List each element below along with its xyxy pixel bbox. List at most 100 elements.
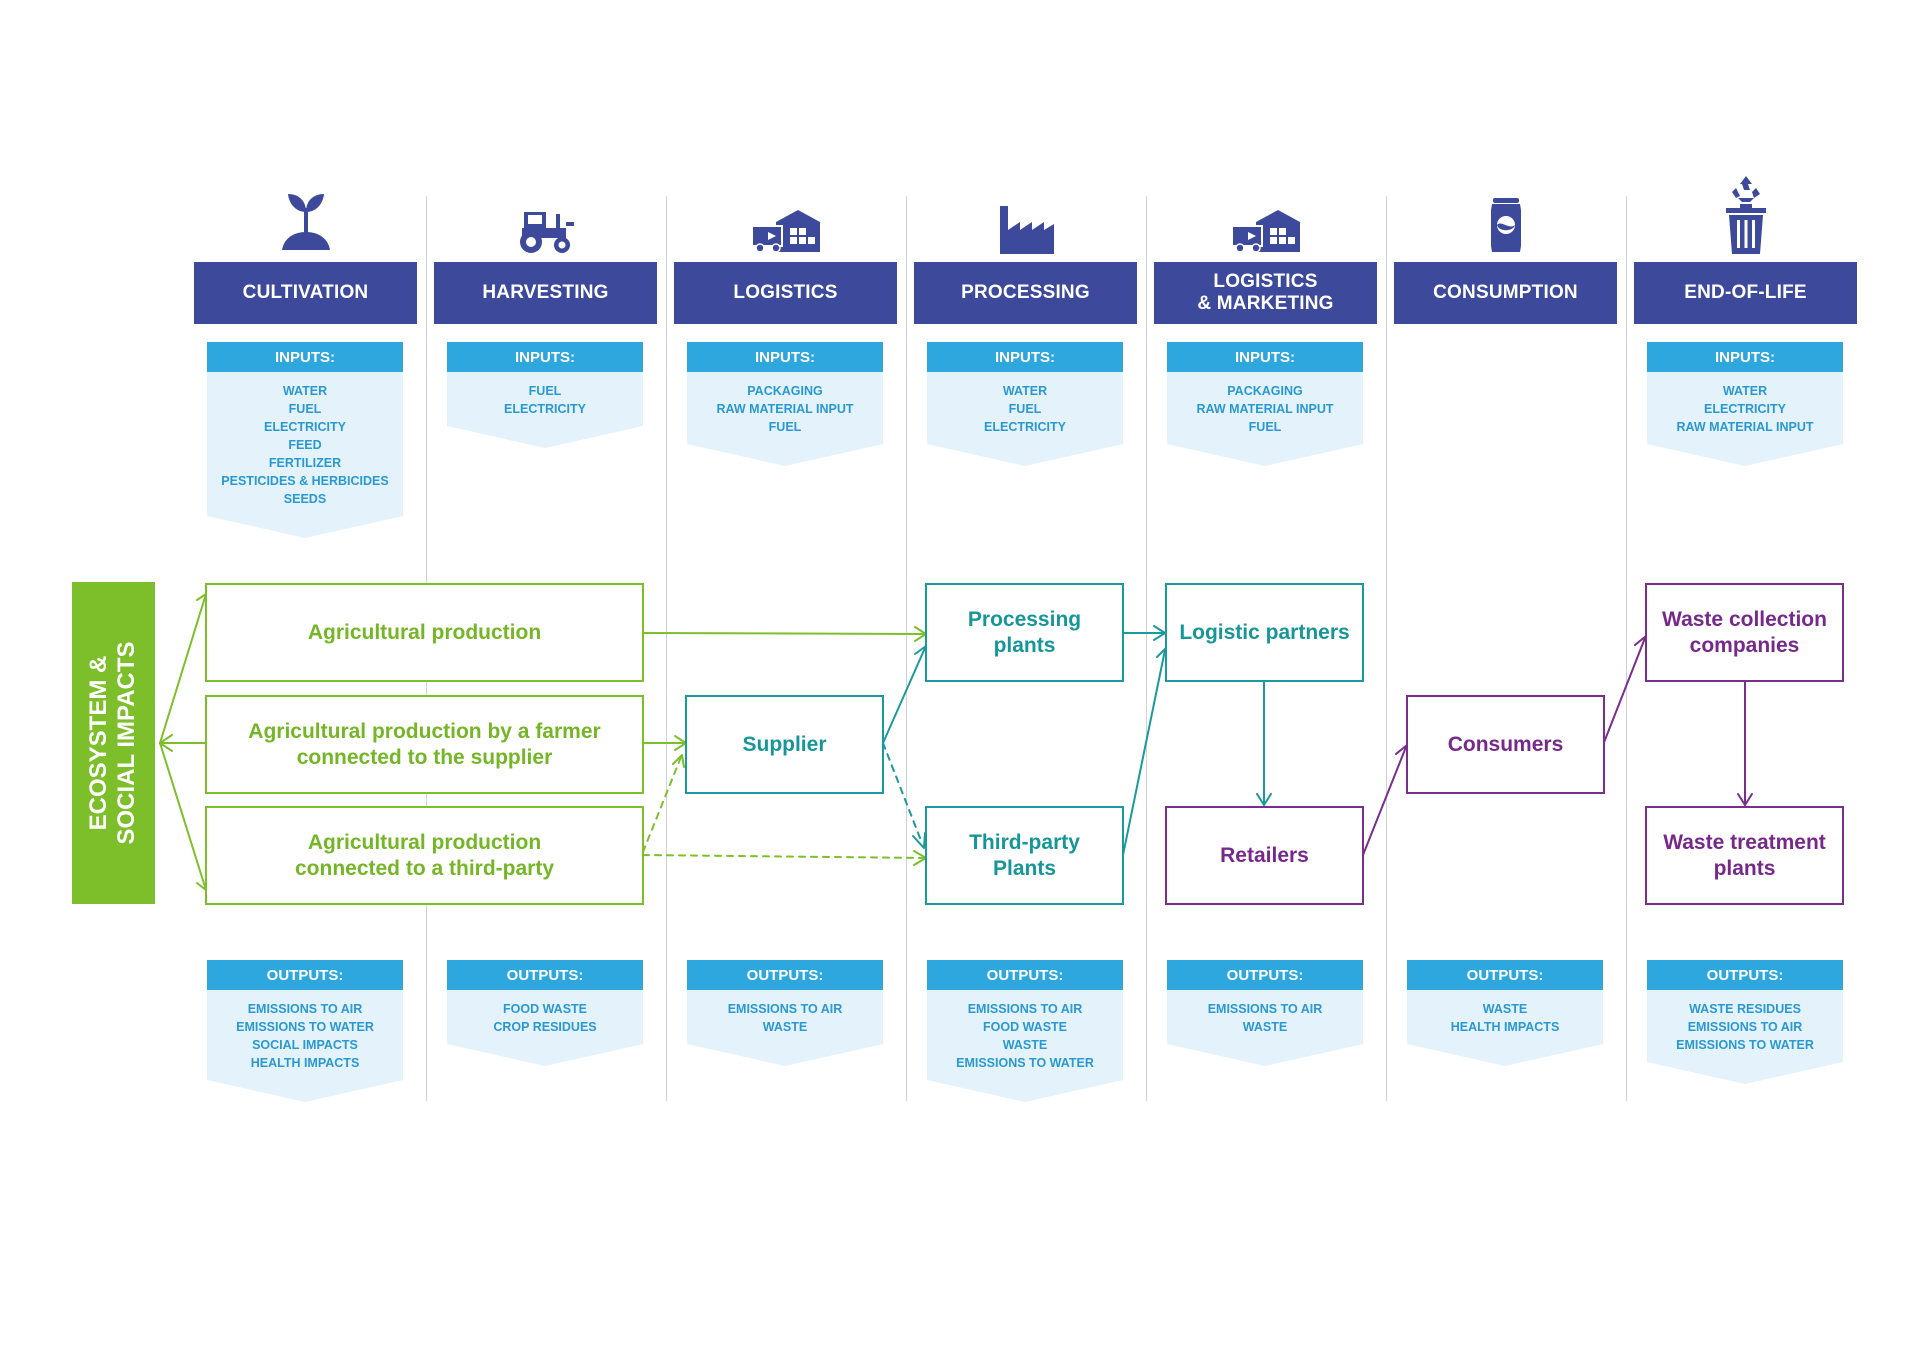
output-item: EMISSIONS TO AIR	[1687, 1020, 1803, 1034]
plant-sprout-icon	[194, 188, 417, 254]
node-retailers: Retailers	[1165, 806, 1364, 905]
ecosystem-impacts-bar	[72, 582, 155, 904]
node-agricultural-production-third-party: Agricultural production connected to a t…	[205, 806, 644, 905]
input-item: FERTILIZER	[268, 456, 342, 470]
output-item: EMISSIONS TO WATER	[956, 1056, 1094, 1070]
input-item: RAW MATERIAL INPUT	[1196, 402, 1334, 416]
warehouse-truck-icon	[674, 188, 897, 254]
cultivation-outputs-tag: OUTPUTS: EMISSIONS TO AIR EMISSIONS TO WAT…	[207, 960, 403, 1102]
stage-header-processing: PROCESSING	[914, 262, 1137, 324]
stage-header-harvesting: HARVESTING	[434, 262, 657, 324]
input-item: ELECTRICITY	[984, 420, 1066, 434]
outputs-list: EMISSIONS TO AIR FOOD WASTE WASTE EMISSIONS…	[927, 990, 1123, 1102]
inputs-label: INPUTS:	[1167, 342, 1363, 372]
processing-inputs-tag: INPUTS: WATER FUEL ELECTRICITY	[927, 342, 1123, 466]
outputs-list: EMISSIONS TO AIR EMISSIONS TO WATER SOCIAL…	[207, 990, 403, 1102]
output-item: FOOD WASTE	[502, 1002, 588, 1016]
output-item: CROP RESIDUES	[493, 1020, 597, 1034]
outputs-label: OUTPUTS:	[1647, 960, 1843, 990]
node-consumers: Consumers	[1406, 695, 1605, 794]
output-item: WASTE	[762, 1020, 808, 1034]
harvesting-outputs-tag: OUTPUTS: FOOD WASTE CROP RESIDUES	[447, 960, 643, 1066]
input-item: FUEL	[288, 402, 322, 416]
output-item: WASTE	[1002, 1038, 1048, 1052]
inputs-label: INPUTS:	[447, 342, 643, 372]
input-item: ELECTRICITY	[504, 402, 586, 416]
inputs-list: PACKAGING RAW MATERIAL INPUT FUEL	[687, 372, 883, 466]
output-item: HEALTH IMPACTS	[1450, 1020, 1560, 1034]
column-divider	[1146, 196, 1147, 1101]
inputs-list: PACKAGING RAW MATERIAL INPUT FUEL	[1167, 372, 1363, 466]
column-divider	[666, 196, 667, 1101]
input-item: FEED	[288, 438, 322, 452]
outputs-label: OUTPUTS:	[1167, 960, 1363, 990]
warehouse-truck-icon	[1154, 188, 1377, 254]
node-waste-collection-companies: Waste collection companies	[1645, 583, 1844, 682]
node-agricultural-production-farmer: Agricultural production by a farmer conn…	[205, 695, 644, 794]
output-item: EMISSIONS TO AIR	[1207, 1002, 1323, 1016]
input-item: FUEL	[768, 420, 802, 434]
outputs-label: OUTPUTS:	[447, 960, 643, 990]
input-item: WATER	[282, 384, 328, 398]
node-third-party-plants: Third-party Plants	[925, 806, 1124, 905]
outputs-label: OUTPUTS:	[927, 960, 1123, 990]
tractor-icon	[434, 188, 657, 254]
inputs-label: INPUTS:	[1647, 342, 1843, 372]
output-item: WASTE RESIDUES	[1689, 1002, 1801, 1016]
output-item: EMISSIONS TO AIR	[727, 1002, 843, 1016]
output-item: WASTE	[1242, 1020, 1288, 1034]
input-item: PACKAGING	[1227, 384, 1303, 398]
node-processing-plants: Processing plants	[925, 583, 1124, 682]
inputs-label: INPUTS:	[687, 342, 883, 372]
teal-flow-arrows	[882, 625, 1272, 856]
output-item: FOOD WASTE	[982, 1020, 1068, 1034]
output-item: EMISSIONS TO WATER	[1676, 1038, 1814, 1052]
stage-header-logistics: LOGISTICS	[674, 262, 897, 324]
output-item: EMISSIONS TO AIR	[967, 1002, 1083, 1016]
output-item: EMISSIONS TO AIR	[247, 1002, 363, 1016]
input-item: RAW MATERIAL INPUT	[1676, 420, 1814, 434]
node-agricultural-production: Agricultural production	[205, 583, 644, 682]
logistics-marketing-inputs-tag: INPUTS: PACKAGING RAW MATERIAL INPUT FUEL	[1167, 342, 1363, 466]
ecosystem-arrows	[159, 593, 208, 891]
input-item: PACKAGING	[747, 384, 823, 398]
logistics-marketing-outputs-tag: OUTPUTS: EMISSIONS TO AIR WASTE	[1167, 960, 1363, 1066]
outputs-label: OUTPUTS:	[207, 960, 403, 990]
input-item: ELECTRICITY	[1704, 402, 1786, 416]
factory-icon	[914, 188, 1137, 254]
input-item: RAW MATERIAL INPUT	[716, 402, 854, 416]
node-waste-treatment-plants: Waste treatment plants	[1645, 806, 1844, 905]
input-item: PESTICIDES & HERBICIDES	[221, 474, 389, 488]
stage-header-cultivation: CULTIVATION	[194, 262, 417, 324]
output-item: HEALTH IMPACTS	[250, 1056, 360, 1070]
outputs-label: OUTPUTS:	[1407, 960, 1603, 990]
input-item: SEEDS	[283, 492, 327, 506]
stage-header-logistics-marketing: LOGISTICS & MARKETING	[1154, 262, 1377, 324]
node-supplier: Supplier	[685, 695, 884, 794]
output-item: SOCIAL IMPACTS	[252, 1038, 358, 1052]
inputs-label: INPUTS:	[207, 342, 403, 372]
column-divider	[906, 196, 907, 1101]
input-item: WATER	[1002, 384, 1048, 398]
output-item: EMISSIONS TO WATER	[236, 1020, 374, 1034]
input-item: FUEL	[1248, 420, 1282, 434]
stage-header-end-of-life: END-OF-LIFE	[1634, 262, 1857, 324]
input-item: FUEL	[528, 384, 562, 398]
input-item: FUEL	[1008, 402, 1042, 416]
end-of-life-outputs-tag: OUTPUTS: WASTE RESIDUES EMISSIONS TO AIR EM…	[1647, 960, 1843, 1084]
inputs-label: INPUTS:	[927, 342, 1123, 372]
column-divider	[1626, 196, 1627, 1101]
node-logistic-partners: Logistic partners	[1165, 583, 1364, 682]
harvesting-inputs-tag: INPUTS: FUEL ELECTRICITY	[447, 342, 643, 448]
outputs-list: WASTE RESIDUES EMISSIONS TO AIR EMISSIONS …	[1647, 990, 1843, 1084]
soda-can-icon	[1394, 188, 1617, 254]
inputs-list: WATER FUEL ELECTRICITY	[927, 372, 1123, 466]
